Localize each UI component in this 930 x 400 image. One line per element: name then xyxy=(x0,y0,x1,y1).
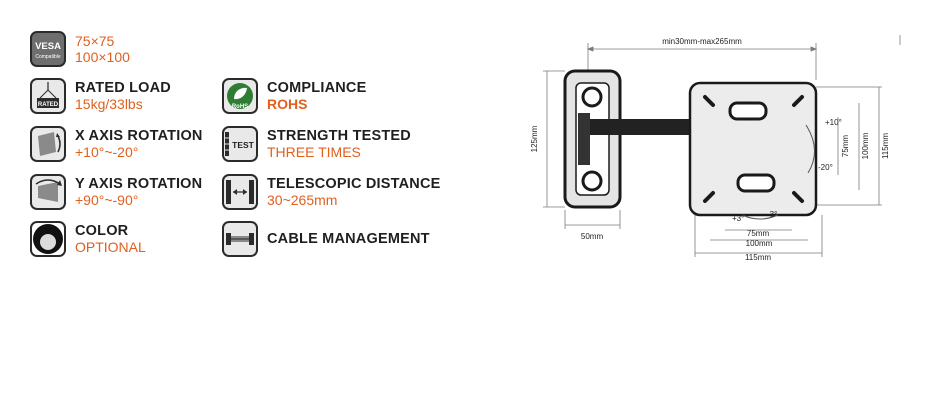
svg-text:RoHS: RoHS xyxy=(232,104,248,110)
svg-text:TEST: TEST xyxy=(232,140,255,150)
cable-label: CABLE MANAGEMENT xyxy=(267,231,430,247)
svg-text:Compatible: Compatible xyxy=(35,54,61,60)
spec-color: COLOR OPTIONAL xyxy=(30,221,146,257)
width-75-label: 75mm xyxy=(747,229,770,238)
x-rotation-value: +10°~-20° xyxy=(75,144,139,160)
telescopic-label: TELESCOPIC DISTANCE xyxy=(267,176,441,192)
height-100-label: 100mm xyxy=(861,132,870,159)
svg-text:VESA: VESA xyxy=(35,41,61,52)
dimension-diagram: min30mm-max265mm 125mm 50mm +10° -20° +3… xyxy=(530,35,901,262)
spec-y-rotation: Y AXIS ROTATION +90°~-90° xyxy=(30,174,202,210)
vesa-value-2: 100×100 xyxy=(75,49,130,65)
swivel-plus-label: +3° xyxy=(732,214,744,223)
spec-strength: TEST STRENGTH TESTED THREE TIMES xyxy=(222,126,411,162)
cable-clip-icon xyxy=(222,221,258,257)
strength-label: STRENGTH TESTED xyxy=(267,128,411,144)
telescopic-value: 30~265mm xyxy=(267,192,338,208)
compliance-label: COMPLIANCE xyxy=(267,80,367,96)
test-icon: TEST xyxy=(222,126,258,162)
color-swatch-icon xyxy=(30,221,66,257)
tilt-minus-label: -20° xyxy=(818,163,833,172)
spec-x-rotation: X AXIS ROTATION +10°~-20° xyxy=(30,126,203,162)
height-dimension-label: 125mm xyxy=(530,125,539,152)
spec-compliance: RoHS COMPLIANCE ROHS xyxy=(222,78,366,114)
rated-load-label: RATED LOAD xyxy=(75,80,171,96)
svg-text:RATED: RATED xyxy=(38,102,59,108)
spec-vesa: VESA Compatible 75×75 100×100 xyxy=(30,31,130,67)
width-115-label: 115mm xyxy=(745,253,771,262)
spec-cable: CABLE MANAGEMENT xyxy=(222,221,430,257)
strength-value: THREE TIMES xyxy=(267,144,361,160)
rated-load-value: 15kg/33lbs xyxy=(75,96,143,112)
spec-telescopic: TELESCOPIC DISTANCE 30~265mm xyxy=(222,174,441,210)
color-value: OPTIONAL xyxy=(75,239,146,255)
vesa-value-1: 75×75 xyxy=(75,33,115,49)
height-75-label: 75mm xyxy=(841,135,850,158)
color-label: COLOR xyxy=(75,223,129,239)
x-rotation-label: X AXIS ROTATION xyxy=(75,128,203,144)
swivel-icon xyxy=(30,174,66,210)
telescopic-icon xyxy=(222,174,258,210)
width-100-label: 100mm xyxy=(746,239,773,248)
depth-dimension-label: 50mm xyxy=(581,232,604,241)
rohs-icon: RoHS xyxy=(222,78,258,114)
top-dimension-label: min30mm-max265mm xyxy=(662,37,742,46)
y-rotation-label: Y AXIS ROTATION xyxy=(75,176,203,192)
height-115-label: 115mm xyxy=(881,133,890,159)
compliance-value: ROHS xyxy=(267,96,308,112)
tilt-plus-label: +10° xyxy=(825,118,842,127)
weight-icon: RATED xyxy=(30,78,66,114)
spec-rated-load: RATED RATED LOAD 15kg/33lbs xyxy=(30,78,171,114)
vesa-icon: VESA Compatible xyxy=(30,31,66,67)
tilt-icon xyxy=(30,126,66,162)
swivel-minus-label: -3° xyxy=(767,210,777,219)
y-rotation-value: +90°~-90° xyxy=(75,192,139,208)
